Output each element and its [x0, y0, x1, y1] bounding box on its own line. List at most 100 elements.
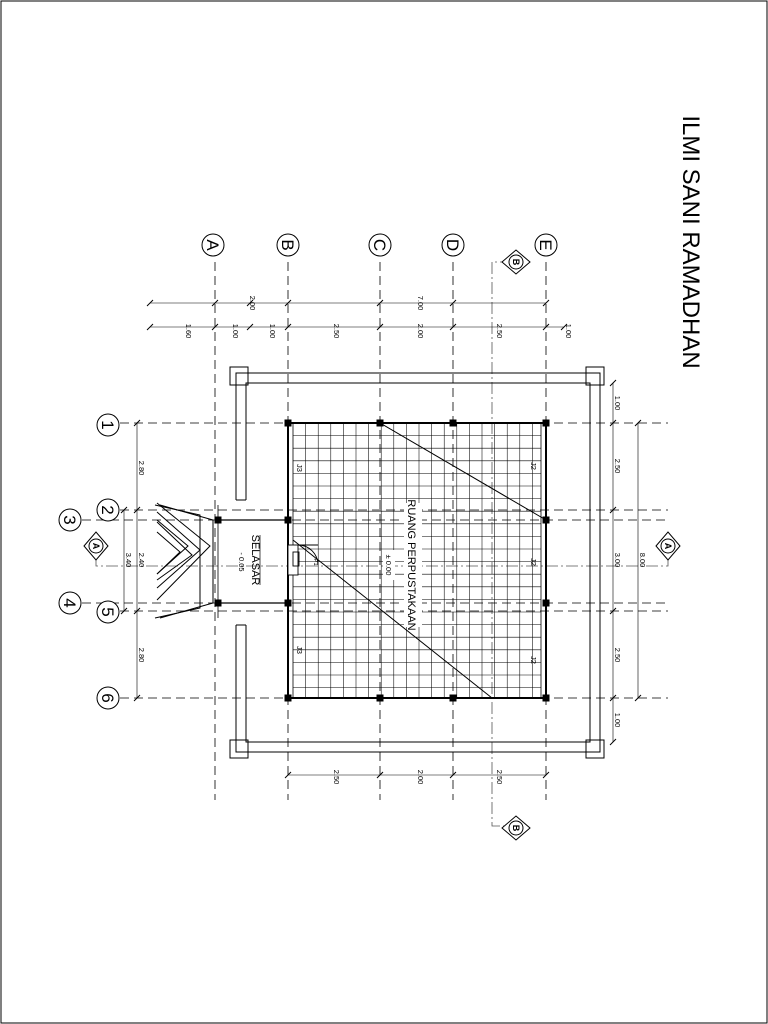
dimension-tick: [634, 419, 642, 427]
dimension-tick: [133, 607, 141, 615]
dimension-tick: [634, 694, 642, 702]
grid-label-5: 5: [98, 607, 117, 616]
section-line-a: [95, 556, 669, 567]
dim-right-2: 2.50: [613, 459, 622, 474]
column: [284, 694, 292, 702]
grid-label-4: 4: [60, 598, 79, 607]
dim-top-5: 2.00: [416, 324, 425, 339]
section-marker-b-top: B: [501, 249, 531, 275]
beam-label-j2-1: J2: [529, 462, 538, 470]
grid-label-2: 2: [98, 505, 117, 514]
dim-bottom-1: 2.50: [332, 770, 341, 785]
grid-label-3: 3: [60, 515, 79, 524]
grid-label-6: 6: [98, 693, 117, 702]
dim-top-3: 1.00: [268, 324, 277, 339]
door-p1: [287, 544, 319, 576]
column: [542, 419, 550, 427]
grid-lines-vertical: [214, 262, 547, 800]
dimension-tick: [376, 299, 384, 307]
grid-bubbles-letters: [201, 233, 558, 257]
section-label-a-right: A: [663, 543, 673, 550]
beam-label-j3-bottom: J3: [295, 646, 304, 654]
dimension-tick: [211, 323, 219, 331]
dim-left-1: 2.80: [137, 461, 146, 476]
column: [284, 419, 292, 427]
dimension-texts: 1.60 1.00 1.00 2.50 2.00 2.50 1.00 2.00 …: [124, 296, 647, 785]
column: [284, 516, 292, 524]
grid-label-1: 1: [98, 420, 117, 429]
dimension-tick: [133, 419, 141, 427]
grid-label-e: E: [536, 239, 555, 250]
dimension-tick: [449, 299, 457, 307]
room-labels: RUANG PERPUSTAKAAN ± 0.00 SELASAR - 0.05…: [237, 499, 422, 631]
dimension-tick: [284, 323, 292, 331]
dim-top-overall-1: 2.00: [248, 296, 257, 311]
dimension-tick: [284, 299, 292, 307]
dimension-tick: [146, 323, 154, 331]
beam-label-j2-2: J2: [529, 558, 538, 566]
dim-right-1: 1.00: [613, 396, 622, 411]
dimension-tick: [542, 323, 550, 331]
dimension-tick: [120, 607, 128, 615]
dimension-tick: [211, 299, 219, 307]
dim-bottom-3: 2.50: [495, 770, 504, 785]
dimension-tick: [560, 323, 568, 331]
dim-top-6: 2.50: [495, 324, 504, 339]
outer-wall: [229, 366, 605, 759]
dimension-tick: [133, 506, 141, 514]
dimension-tick: [146, 299, 154, 307]
dimension-ticks: [120, 299, 642, 779]
section-label-a-left: A: [91, 543, 101, 550]
structural-columns: [214, 419, 550, 702]
column: [449, 694, 457, 702]
column: [214, 599, 222, 607]
beam-label-j2-3: J2: [529, 656, 538, 664]
dim-top-4: 2.50: [332, 324, 341, 339]
door-label: P1: [312, 558, 318, 566]
dimension-tick: [449, 771, 457, 779]
room-level: ± 0.00: [384, 555, 393, 576]
dim-top-overall-2: 7.00: [416, 296, 425, 311]
dimension-tick: [609, 379, 617, 387]
section-label-b-bottom: B: [511, 825, 521, 832]
porch-level: - 0.05: [237, 552, 246, 571]
dimension-tick: [376, 323, 384, 331]
dimension-tick: [449, 323, 457, 331]
dim-right-overall: 8.00: [638, 553, 647, 568]
column: [449, 419, 457, 427]
grid-label-b: B: [278, 239, 297, 250]
dimension-tick: [609, 419, 617, 427]
dimension-tick: [609, 738, 617, 746]
dimension-tick: [609, 506, 617, 514]
porch-outline: [217, 505, 288, 618]
beam-label-j3-top: J3: [295, 464, 304, 472]
dim-left-2: 2.40: [137, 553, 146, 568]
beam-labels: J3 J3 J2 J2 J2: [295, 462, 538, 664]
column: [376, 694, 384, 702]
dim-bottom-2: 2.00: [416, 770, 425, 785]
dim-left-4: 2.80: [137, 648, 146, 663]
dimension-tick: [609, 607, 617, 615]
column: [542, 516, 550, 524]
grid-label-a: A: [203, 239, 222, 251]
dim-top-7: 1.00: [564, 324, 573, 339]
grid-bubbles-numbers: [58, 413, 120, 710]
section-marker-b-bottom: B: [501, 815, 531, 841]
column: [214, 516, 222, 524]
section-marker-a-left: A: [83, 531, 109, 561]
dimension-tick: [376, 771, 384, 779]
section-marker-a-right: A: [655, 531, 681, 561]
dim-right-4: 2.50: [613, 648, 622, 663]
dim-right-5: 1.00: [613, 713, 622, 728]
dimension-tick: [284, 771, 292, 779]
porch-name: SELASAR: [249, 535, 261, 586]
room-name: RUANG PERPUSTAKAAN: [405, 499, 417, 630]
dimension-lines: [123, 302, 639, 776]
section-label-b-top: B: [511, 259, 521, 266]
column: [284, 599, 292, 607]
grid-lines-horizontal: [82, 422, 668, 699]
section-line-b: [491, 261, 512, 827]
dimension-tick: [246, 323, 254, 331]
